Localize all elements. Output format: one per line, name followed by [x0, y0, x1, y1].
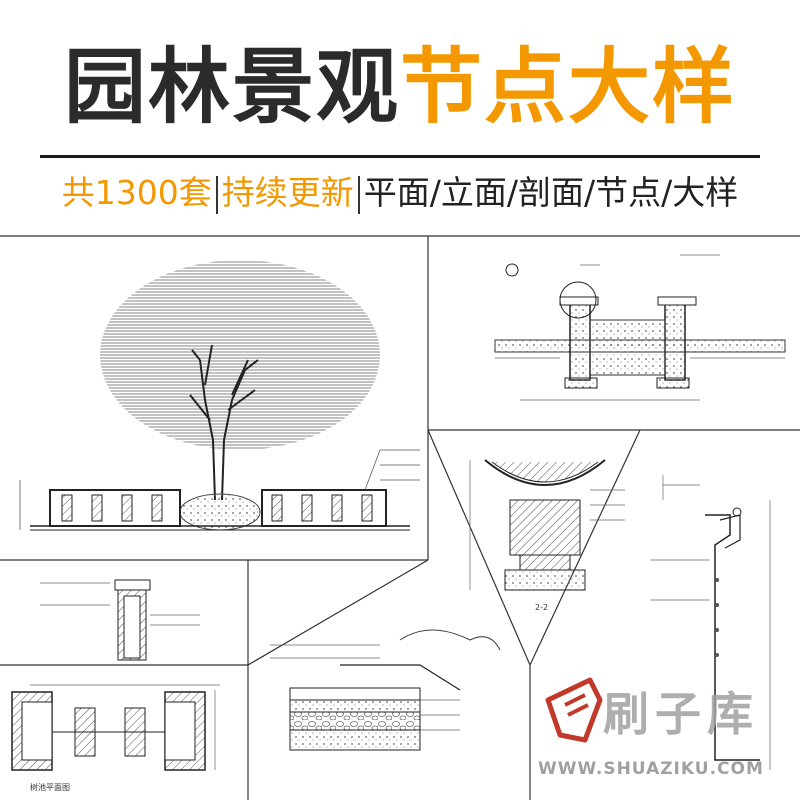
- subtitle: 共1300套持续更新平面/立面/剖面/节点/大样: [0, 170, 800, 216]
- tree-pit-elevation-drawing: [19, 260, 420, 531]
- header-banner: 园林景观节点大样 共1300套持续更新平面/立面/剖面/节点/大样: [0, 0, 800, 236]
- title-part-dark: 园林景观: [63, 40, 400, 135]
- title-part-orange: 节点大样: [400, 40, 737, 135]
- planter-left: [49, 489, 181, 527]
- title-divider: [40, 155, 760, 158]
- planter-plan-drawing: 树池平面图: [11, 684, 220, 792]
- root-ball: [179, 493, 261, 531]
- tree-canopy: [100, 260, 380, 450]
- page-title: 园林景观节点大样: [0, 38, 800, 138]
- plan-label: 树池平面图: [30, 782, 70, 792]
- tree-trunk: [189, 344, 259, 501]
- subtitle-types: 平面/立面/剖面/节点/大样: [363, 173, 739, 212]
- subtitle-update: 持续更新: [221, 173, 354, 212]
- wall-cap-section-drawing: [40, 579, 200, 661]
- drawing-tag-2-2: 2-2: [535, 603, 548, 612]
- subtitle-separator: [357, 175, 360, 214]
- pool-edge-section-drawing: [494, 254, 786, 401]
- wall-edge-profile-drawing: [650, 475, 771, 770]
- subtitle-count: 共1300套: [61, 173, 212, 212]
- brush-logo-icon: [545, 677, 603, 743]
- flower-urn-section-drawing: 2-2: [469, 459, 625, 612]
- subtitle-separator: [215, 175, 218, 214]
- watermark-url: WWW.SHUAZIKU.COM: [538, 759, 764, 779]
- panel-frames: [0, 235, 800, 800]
- paving-section-drawing: [270, 629, 501, 751]
- watermark-brand-name: 刷子库: [603, 687, 759, 741]
- planter-right: [261, 489, 387, 527]
